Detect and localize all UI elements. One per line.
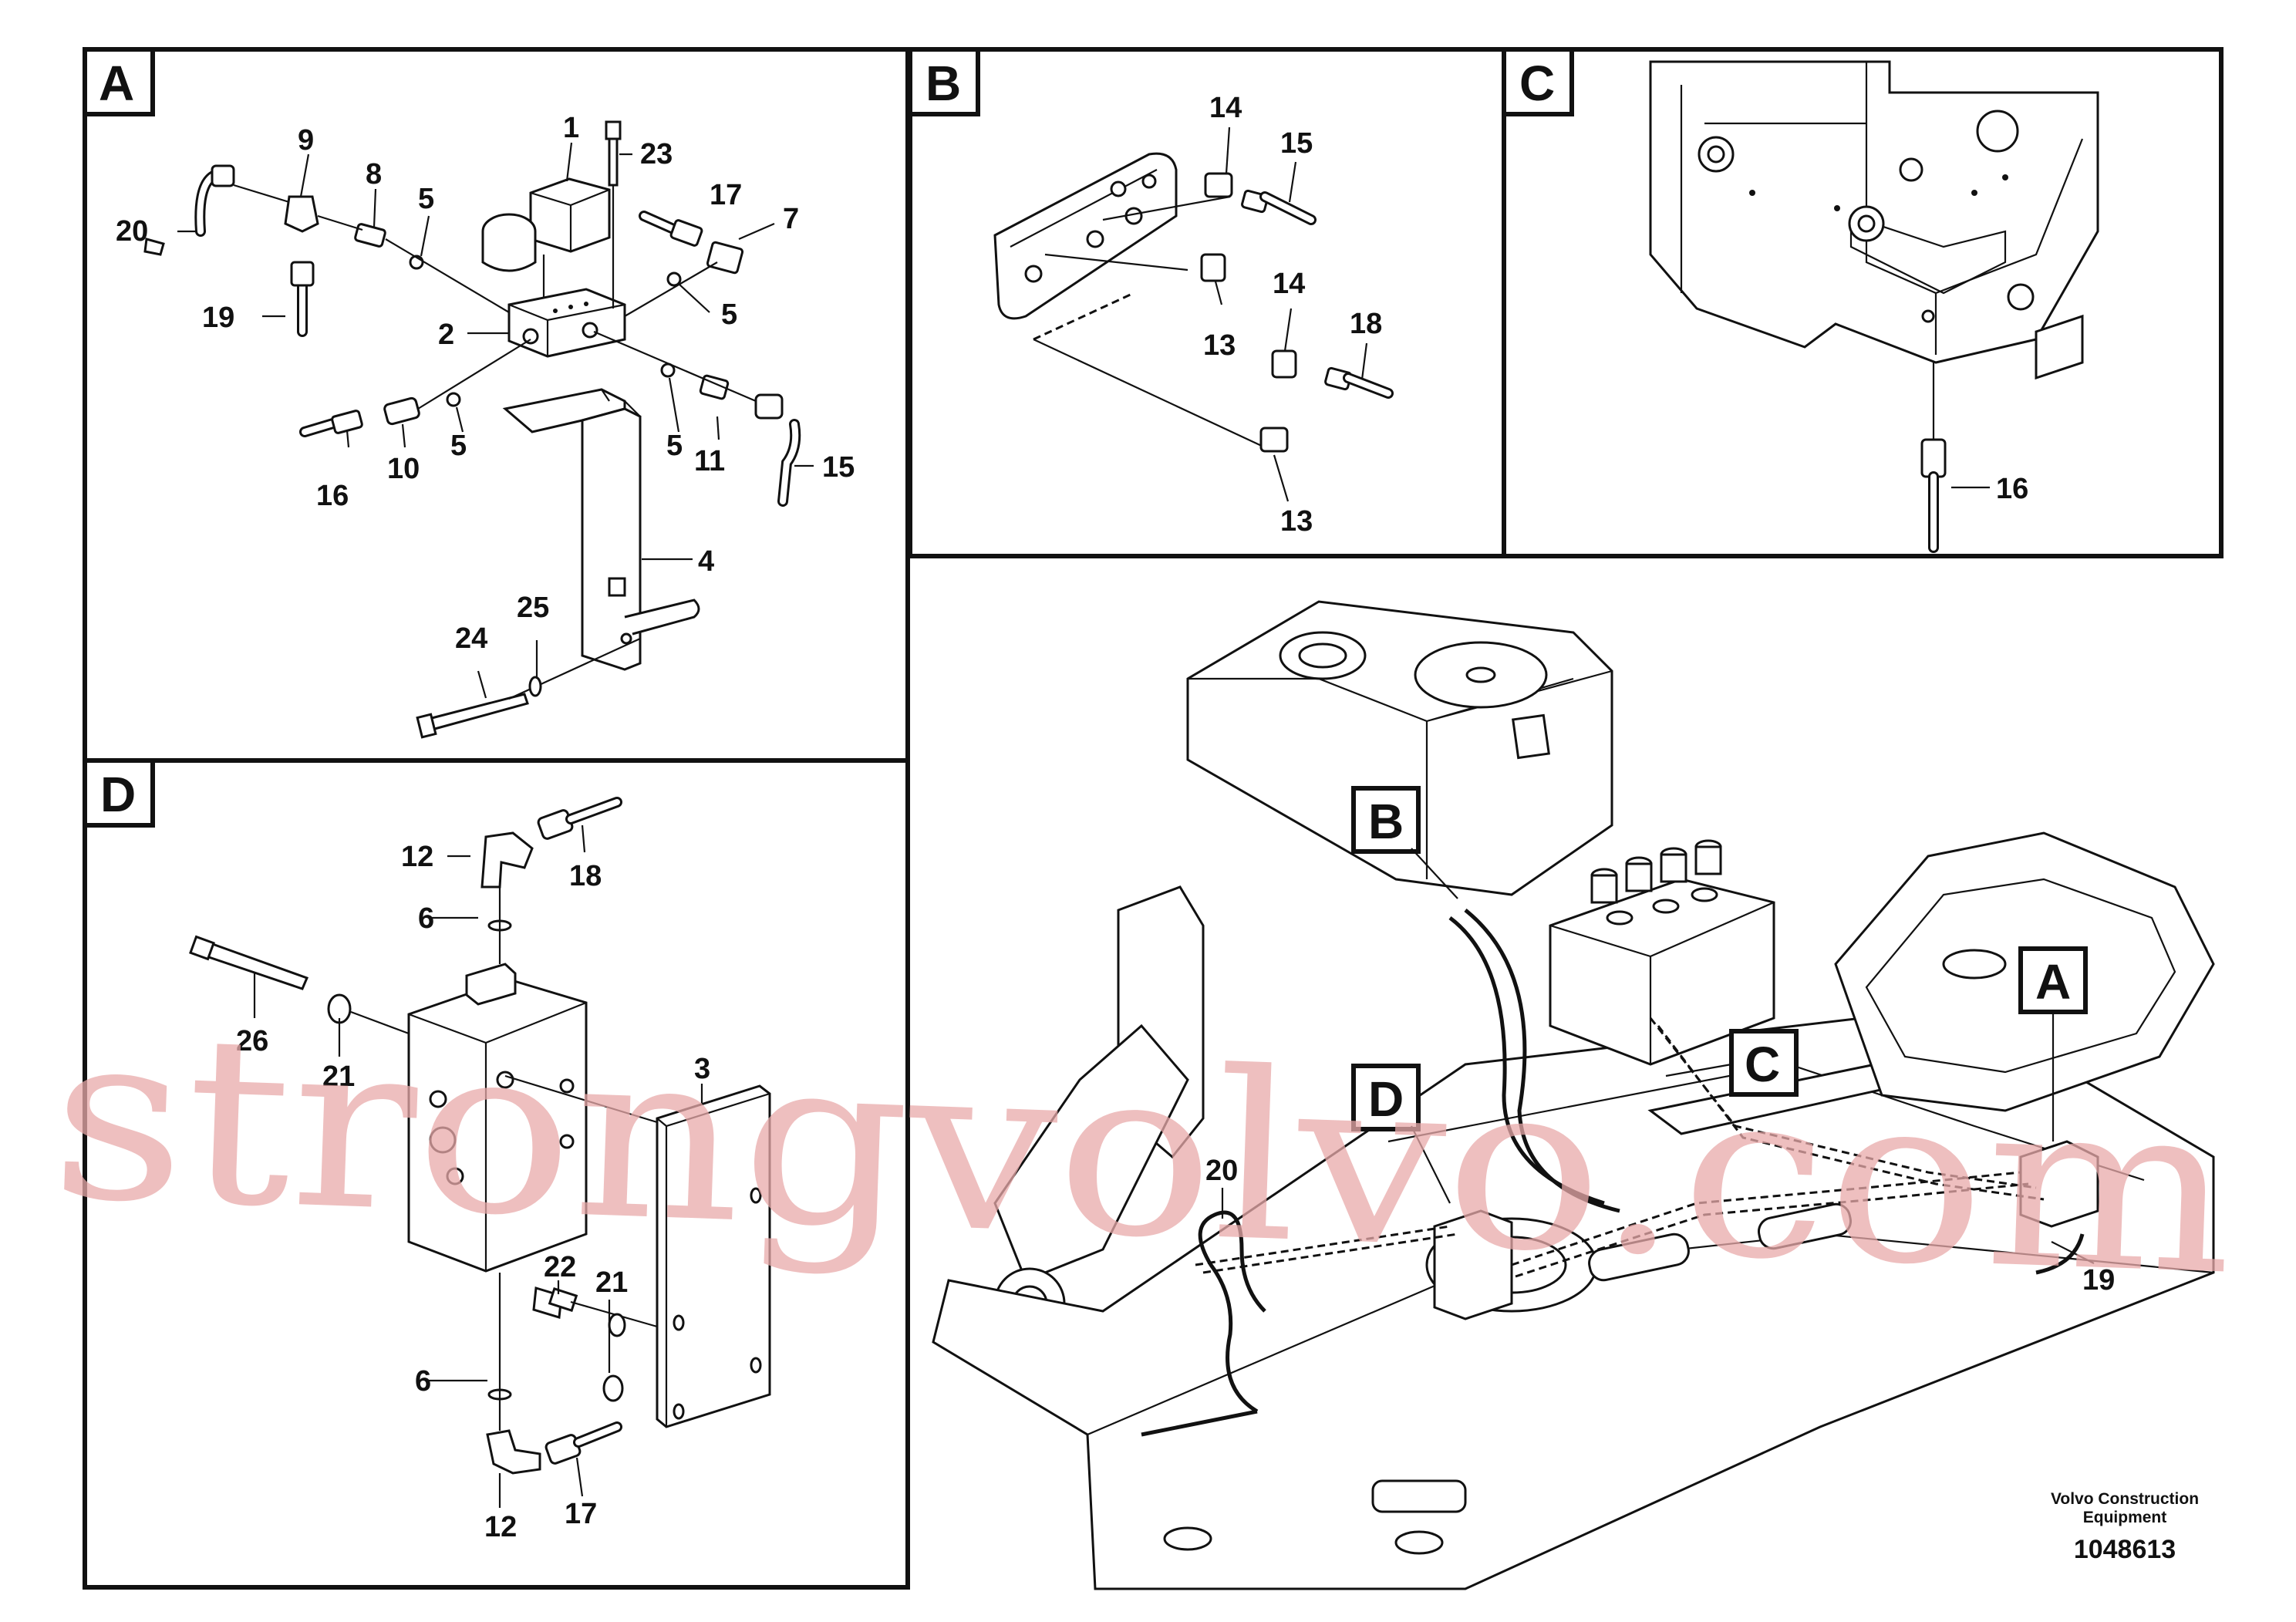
bolt-icon — [605, 120, 622, 309]
panel-d-frame — [83, 758, 910, 1590]
panel-a-frame — [83, 47, 910, 763]
panel-a-letter: A — [99, 56, 134, 111]
svg-text:D: D — [1368, 1071, 1404, 1127]
callout-15: 15 — [1280, 127, 1313, 160]
valve-block-icon — [993, 152, 1178, 320]
bracket-icon — [502, 388, 700, 671]
callout-6: 6 — [418, 902, 434, 935]
callout-21: 21 — [322, 1061, 355, 1093]
callout-4: 4 — [698, 545, 714, 578]
hose-icon — [498, 797, 622, 1465]
overview-label-b: B — [1351, 786, 1458, 899]
drawing-number: 1048613 — [2074, 1535, 2176, 1564]
maker-name-line1: Volvo Construction — [2051, 1490, 2199, 1508]
callout-3: 3 — [694, 1053, 710, 1085]
callout-25: 25 — [517, 592, 549, 624]
callout-19: 19 — [202, 302, 234, 334]
callout-21: 21 — [595, 1266, 628, 1299]
hose-icon — [1920, 363, 1947, 553]
hose-icon — [1259, 191, 1394, 399]
panel-b-letter: B — [925, 56, 961, 111]
callout-22: 22 — [544, 1251, 576, 1283]
panel-d-parts: 3 6 6 12 12 17 18 21 21 22 26 — [189, 797, 771, 1543]
overview-label-d: D — [1351, 1064, 1451, 1204]
panel-b-parts: 13 13 14 14 15 18 — [993, 92, 1394, 538]
panel-d-letter: D — [100, 767, 136, 822]
callout-15: 15 — [822, 451, 855, 484]
control-valve-icon — [1590, 839, 1722, 926]
callout-5: 5 — [666, 430, 683, 462]
seal-ring-icon — [409, 255, 682, 407]
callout-7: 7 — [783, 203, 799, 235]
overview-label-a: A — [2018, 946, 2088, 1141]
callout-11: 11 — [694, 445, 725, 477]
bracket-icon — [656, 1084, 771, 1428]
callout-13: 13 — [1203, 329, 1236, 362]
svg-text:C: C — [1745, 1037, 1780, 1092]
control-valve-icon — [1649, 60, 2099, 380]
fitting-icon — [1200, 172, 1352, 453]
panel-c-parts: 16 — [1649, 60, 2099, 553]
callout-5: 5 — [450, 430, 467, 462]
callout-18: 18 — [569, 860, 602, 892]
callout-12: 12 — [401, 841, 433, 873]
callout-8: 8 — [366, 158, 382, 191]
panel-a-parts: 1 2 4 5 5 5 5 7 8 9 10 11 15 16 17 19 20… — [116, 112, 855, 739]
fitting-icon — [143, 164, 784, 434]
excavator-frame-icon — [932, 600, 2215, 1590]
maker-name-line2: Equipment — [2083, 1509, 2167, 1526]
svg-text:B: B — [1368, 794, 1404, 849]
callout-16: 16 — [1996, 473, 2028, 505]
callout-18: 18 — [1350, 308, 1382, 340]
callout-24: 24 — [455, 622, 487, 655]
callout-5: 5 — [418, 183, 434, 215]
callout-20: 20 — [116, 215, 148, 248]
valve-block-icon — [507, 288, 626, 358]
callout-17: 17 — [565, 1498, 597, 1530]
panel-c-letter: C — [1519, 56, 1555, 111]
bolt-icon — [416, 638, 641, 739]
callout-12: 12 — [484, 1511, 517, 1543]
solenoid-valve-icon — [481, 177, 611, 305]
callout-10: 10 — [387, 453, 420, 485]
callout-9: 9 — [298, 124, 314, 157]
callout-14: 14 — [1273, 268, 1305, 300]
svg-text:A: A — [2035, 954, 2071, 1010]
callout-19: 19 — [2082, 1264, 2115, 1297]
valve-block-icon — [407, 963, 588, 1273]
callout-5: 5 — [721, 298, 737, 331]
overview-label-c: C — [1665, 1029, 1799, 1097]
callout-6: 6 — [415, 1365, 431, 1398]
callout-23: 23 — [640, 138, 673, 170]
callout-16: 16 — [316, 480, 349, 512]
bolt-icon — [189, 935, 658, 1402]
callout-26: 26 — [236, 1025, 268, 1057]
callout-14: 14 — [1209, 92, 1242, 124]
fitting-icon — [480, 831, 541, 1475]
callout-1: 1 — [563, 112, 579, 144]
callout-2: 2 — [438, 319, 454, 351]
callout-20: 20 — [1205, 1155, 1238, 1187]
panel-c-frame — [1502, 47, 2224, 558]
callout-17: 17 — [710, 179, 742, 211]
callout-13: 13 — [1280, 505, 1313, 538]
